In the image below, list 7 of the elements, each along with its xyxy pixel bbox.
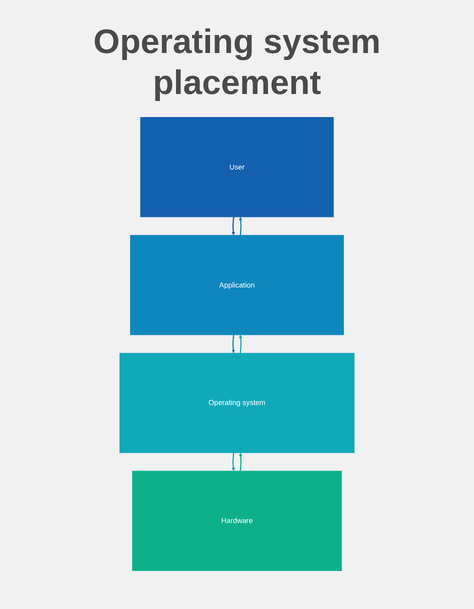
arrow	[238, 334, 242, 353]
title: Operating system placement	[92, 22, 382, 104]
arrow	[238, 452, 242, 471]
arrow	[232, 452, 236, 471]
arrow	[232, 216, 236, 235]
arrow	[238, 216, 242, 235]
arrow	[232, 334, 236, 353]
